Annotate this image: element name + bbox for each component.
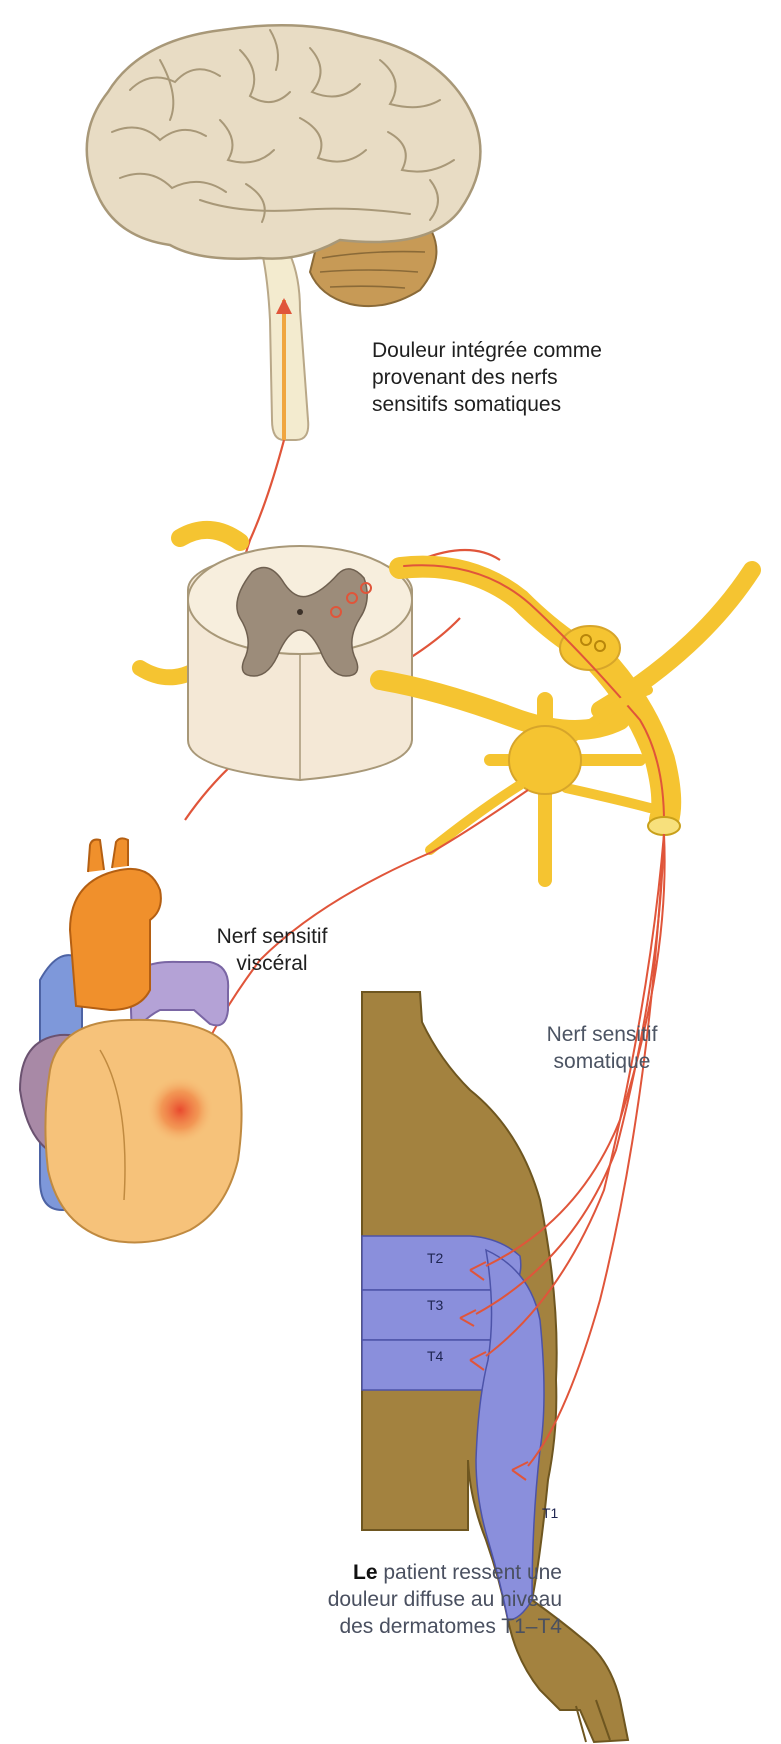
heart-ventricle	[45, 1020, 241, 1243]
patient-label: Le patient ressent une douleur diffuse a…	[232, 1560, 562, 1641]
brain-label-line-3: sensitifs somatiques	[372, 392, 702, 419]
heart	[20, 838, 242, 1242]
visceral-label-line-2: viscéral	[192, 951, 352, 978]
brain-label-line-2: provenant des nerfs	[372, 365, 702, 392]
dermatome-label-t3: T3	[427, 1297, 443, 1313]
spinal-cord	[140, 530, 412, 780]
dermatome-label-t1: T1	[542, 1505, 558, 1521]
brain-label-line-1: Douleur intégrée comme	[372, 338, 702, 365]
visceral-label-line-1: Nerf sensitif	[192, 924, 352, 951]
peripheral-nerves	[380, 565, 752, 835]
patient-label-line-3: des dermatomes T1–T4	[232, 1614, 562, 1641]
cerebrum	[87, 25, 481, 259]
patient-label-line-1-text: patient ressent une	[378, 1561, 562, 1584]
pain-focus	[146, 1076, 214, 1144]
somatic-nerve-label: Nerf sensitif somatique	[512, 1022, 692, 1076]
patient-label-line-2: douleur diffuse au niveau	[232, 1587, 562, 1614]
patient-label-line-1: Le patient ressent une	[232, 1560, 562, 1587]
dermatome-label-t4: T4	[427, 1348, 443, 1364]
visceral-nerve-label: Nerf sensitif viscéral	[192, 924, 352, 978]
patient-label-bold: Le	[353, 1561, 378, 1584]
dermatome-label-t2: T2	[427, 1250, 443, 1266]
somatic-label-line-2: somatique	[512, 1049, 692, 1076]
brain-label: Douleur intégrée comme provenant des ner…	[372, 338, 702, 419]
somatic-label-line-1: Nerf sensitif	[512, 1022, 692, 1049]
